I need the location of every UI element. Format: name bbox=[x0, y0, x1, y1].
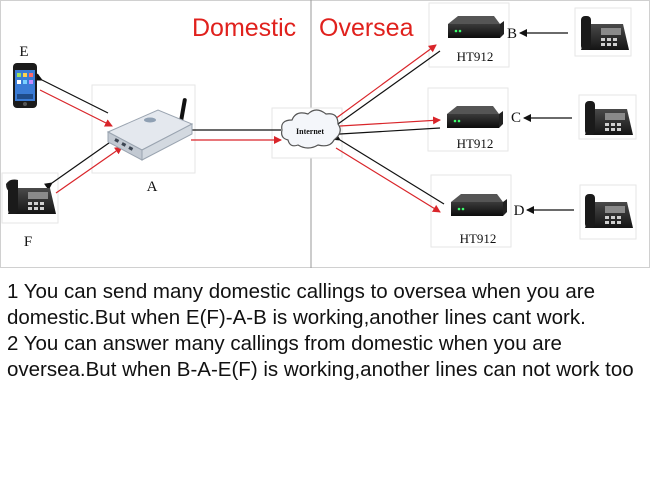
oversea-heading: Oversea bbox=[319, 14, 414, 42]
arrow-a-to-f bbox=[43, 137, 117, 191]
domestic-heading: Domestic bbox=[192, 14, 296, 42]
label-a: A bbox=[147, 179, 158, 195]
ata-top-model: HT912 bbox=[457, 49, 494, 64]
desk-phone-icon bbox=[6, 179, 56, 214]
arrow-ata-top-to-internet bbox=[329, 50, 441, 132]
arrow-f-to-a bbox=[55, 146, 123, 194]
internet-cloud-icon: Internet bbox=[281, 109, 341, 149]
arrow-e-to-a bbox=[39, 89, 113, 127]
desk-phone-b-icon bbox=[581, 16, 629, 50]
ata-mid-icon bbox=[447, 106, 503, 128]
arrow-internet-to-ata-mid bbox=[339, 116, 441, 127]
explanation-notes: 1 You can send many domestic callings to… bbox=[7, 279, 643, 383]
arrow-internet-to-ata-bottom bbox=[335, 147, 441, 213]
desk-phone-c-icon bbox=[585, 101, 633, 135]
ata-mid-model: HT912 bbox=[457, 136, 494, 151]
label-b: B bbox=[507, 26, 517, 42]
arrow-ata-mid-to-internet bbox=[332, 127, 441, 139]
connection-arrows bbox=[33, 29, 574, 214]
desk-phone-d-icon bbox=[585, 194, 633, 228]
ata-top-icon bbox=[448, 16, 504, 38]
label-e: E bbox=[19, 44, 28, 60]
note-2: 2 You can answer many callings from dome… bbox=[7, 332, 634, 381]
mobile-phone-icon bbox=[13, 63, 37, 108]
arrow-ata-bottom-to-internet bbox=[331, 132, 445, 205]
label-c: C bbox=[511, 110, 521, 126]
cloud-label: Internet bbox=[296, 127, 324, 136]
ata-bottom-model: HT912 bbox=[460, 231, 497, 246]
ata-bottom-icon bbox=[451, 194, 507, 216]
note-1: 1 You can send many domestic callings to… bbox=[7, 280, 596, 329]
arrow-a-to-e bbox=[33, 73, 109, 114]
label-f: F bbox=[24, 234, 32, 250]
arrow-internet-to-ata-top bbox=[334, 44, 437, 120]
network-diagram: Domestic Oversea bbox=[0, 0, 650, 268]
gsm-gateway-icon bbox=[106, 98, 194, 161]
label-d: D bbox=[514, 203, 525, 219]
